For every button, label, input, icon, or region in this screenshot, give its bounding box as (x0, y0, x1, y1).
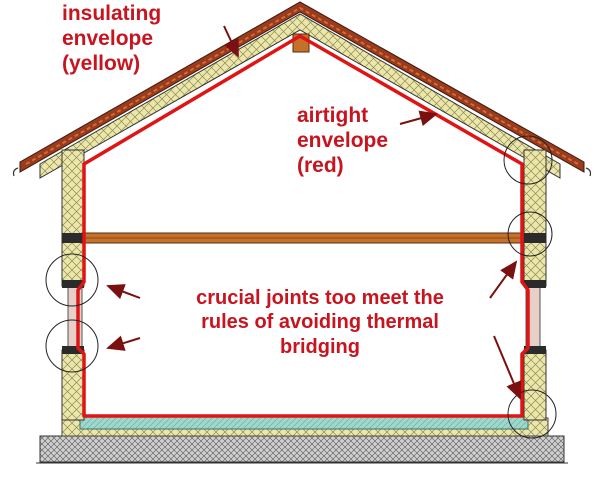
roof-insulation (39, 13, 561, 179)
pointer-arrows (106, 25, 522, 400)
label-line: (red) (297, 153, 344, 177)
label-line: bridging (280, 335, 360, 358)
label-line: rules of avoiding thermal (201, 311, 439, 334)
roof-tiles (12, 1, 592, 177)
label-line: insulating (62, 2, 162, 25)
airtight-envelope-label: airtight envelope (red) (297, 104, 388, 178)
label-line: airtight (297, 104, 369, 127)
upper-floor-joists (62, 232, 546, 244)
opening-frames (62, 280, 546, 354)
ground (36, 435, 568, 464)
crucial-joints-label: crucial joints too meet the rules of avo… (150, 286, 490, 359)
label-line: envelope (62, 26, 154, 50)
floor-slab (79, 416, 529, 430)
label-line: envelope (297, 128, 389, 152)
joint-circles (45, 135, 557, 439)
insulating-envelope-label: insulating envelope (yellow) (62, 2, 161, 76)
label-line: (yellow) (62, 51, 141, 75)
label-line: crucial joints too meet the (196, 287, 444, 309)
